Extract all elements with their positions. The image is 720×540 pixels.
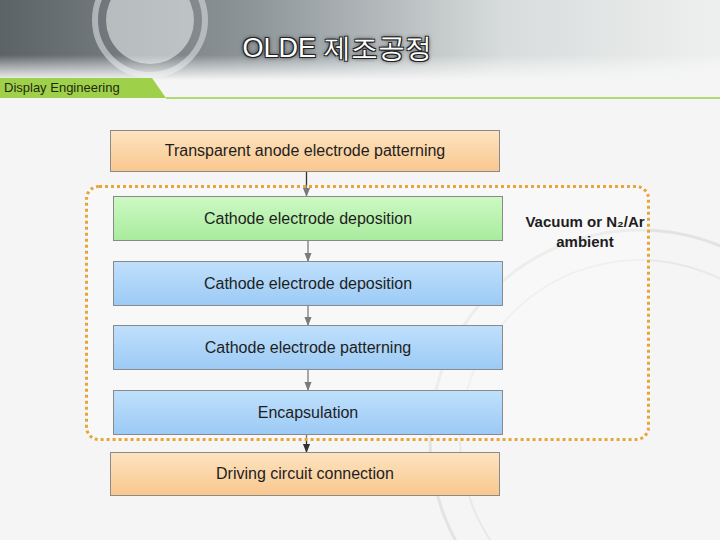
process-box: Transparent anode electrode patterning xyxy=(110,130,500,172)
process-box: Cathode electrode patterning xyxy=(113,325,503,370)
node-text: Cathode electrode patterning xyxy=(199,339,417,357)
process-box: Encapsulation xyxy=(113,390,503,435)
node-text: Encapsulation xyxy=(252,404,365,422)
section-tab xyxy=(0,78,166,98)
process-box: Cathode electrode deposition xyxy=(113,261,503,306)
section-rule xyxy=(166,97,720,99)
process-box: Driving circuit connection xyxy=(110,452,500,496)
node-text: Cathode electrode deposition xyxy=(198,275,418,293)
section-label: Display Engineering xyxy=(4,80,120,95)
watch-face xyxy=(106,0,194,64)
process-box: Cathode electrode deposition xyxy=(113,196,503,241)
ambient-region: Vacuum or N₂/Ar ambientCathode electrode… xyxy=(85,185,650,441)
slide-title: OLDE 제조공정 xyxy=(180,30,494,66)
node-text: Transparent anode electrode patterning xyxy=(159,142,451,160)
node-text: Driving circuit connection xyxy=(210,465,400,483)
node-text: Vacuum or N₂/Ar ambient xyxy=(520,212,650,253)
node-text: Cathode electrode deposition xyxy=(198,210,418,228)
